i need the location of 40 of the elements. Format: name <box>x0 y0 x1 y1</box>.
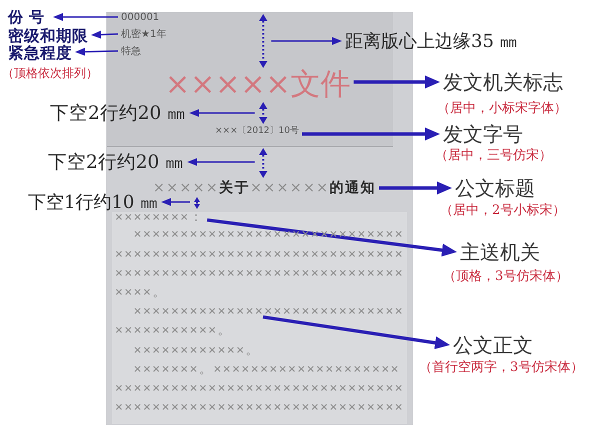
annotation-label: 份号 <box>8 8 50 26</box>
urgency-text: 特急 <box>121 44 141 58</box>
annotation-label: 发文字号 <box>443 122 523 146</box>
arrow <box>379 182 452 194</box>
dimension-line <box>258 148 268 178</box>
annotation-note: （首行空两字，3号仿宋体） <box>419 360 584 376</box>
dimension-label: 下空2行约20 ㎜ <box>50 102 186 124</box>
arrow <box>161 198 190 206</box>
annotation-label: 紧急程度 <box>8 42 72 62</box>
dimension-line <box>193 197 201 209</box>
body-paragraph: ××××××××××××××××××××××××××××××××××××××××。 <box>115 303 406 340</box>
arrow <box>189 109 255 117</box>
annotation-label: 主送机关 <box>460 240 540 264</box>
serial-number: 000001 <box>121 10 160 24</box>
dimension-label: 下空2行约20 ㎜ <box>48 150 184 174</box>
arrow <box>271 37 342 45</box>
issuer-heading: ×××××文件 <box>165 69 351 101</box>
document-number: ×××〔2012〕10号 <box>215 126 299 136</box>
dimension-line <box>258 102 268 124</box>
dimension-line <box>258 14 268 68</box>
classification-text: 机密★1年 <box>121 28 166 40</box>
annotation-note: （顶格，3号仿宋体） <box>443 269 568 285</box>
arrow <box>91 30 118 39</box>
annotation-note: （顶格依次排列） <box>2 66 98 80</box>
annotation-note: （居中，小标宋字体） <box>437 101 567 117</box>
body-paragraph: ×××××××。×××××××××××××××××××××××××××××××××××××××××××××××××××××××××××××××××××××××××××××××××× <box>115 360 406 418</box>
annotation-label: 密级和期限 <box>8 26 88 44</box>
arrow <box>302 128 440 140</box>
arrow <box>187 158 255 166</box>
arrow <box>53 13 118 21</box>
annotation-note: （居中，三号仿宋） <box>435 148 552 164</box>
arrow <box>262 315 450 350</box>
arrow <box>354 76 440 88</box>
arrow <box>75 48 118 56</box>
dimension-label: 距离版心上边缘35 ㎜ <box>345 30 518 52</box>
body-paragraph: ××××××××××××。 <box>132 342 262 360</box>
annotation-label: 发文机关标志 <box>443 70 563 94</box>
annotation-label: 公文标题 <box>455 176 535 200</box>
annotation-note: （居中，2号小标宋） <box>440 203 566 219</box>
annotation-label: 公文正文 <box>453 332 533 358</box>
